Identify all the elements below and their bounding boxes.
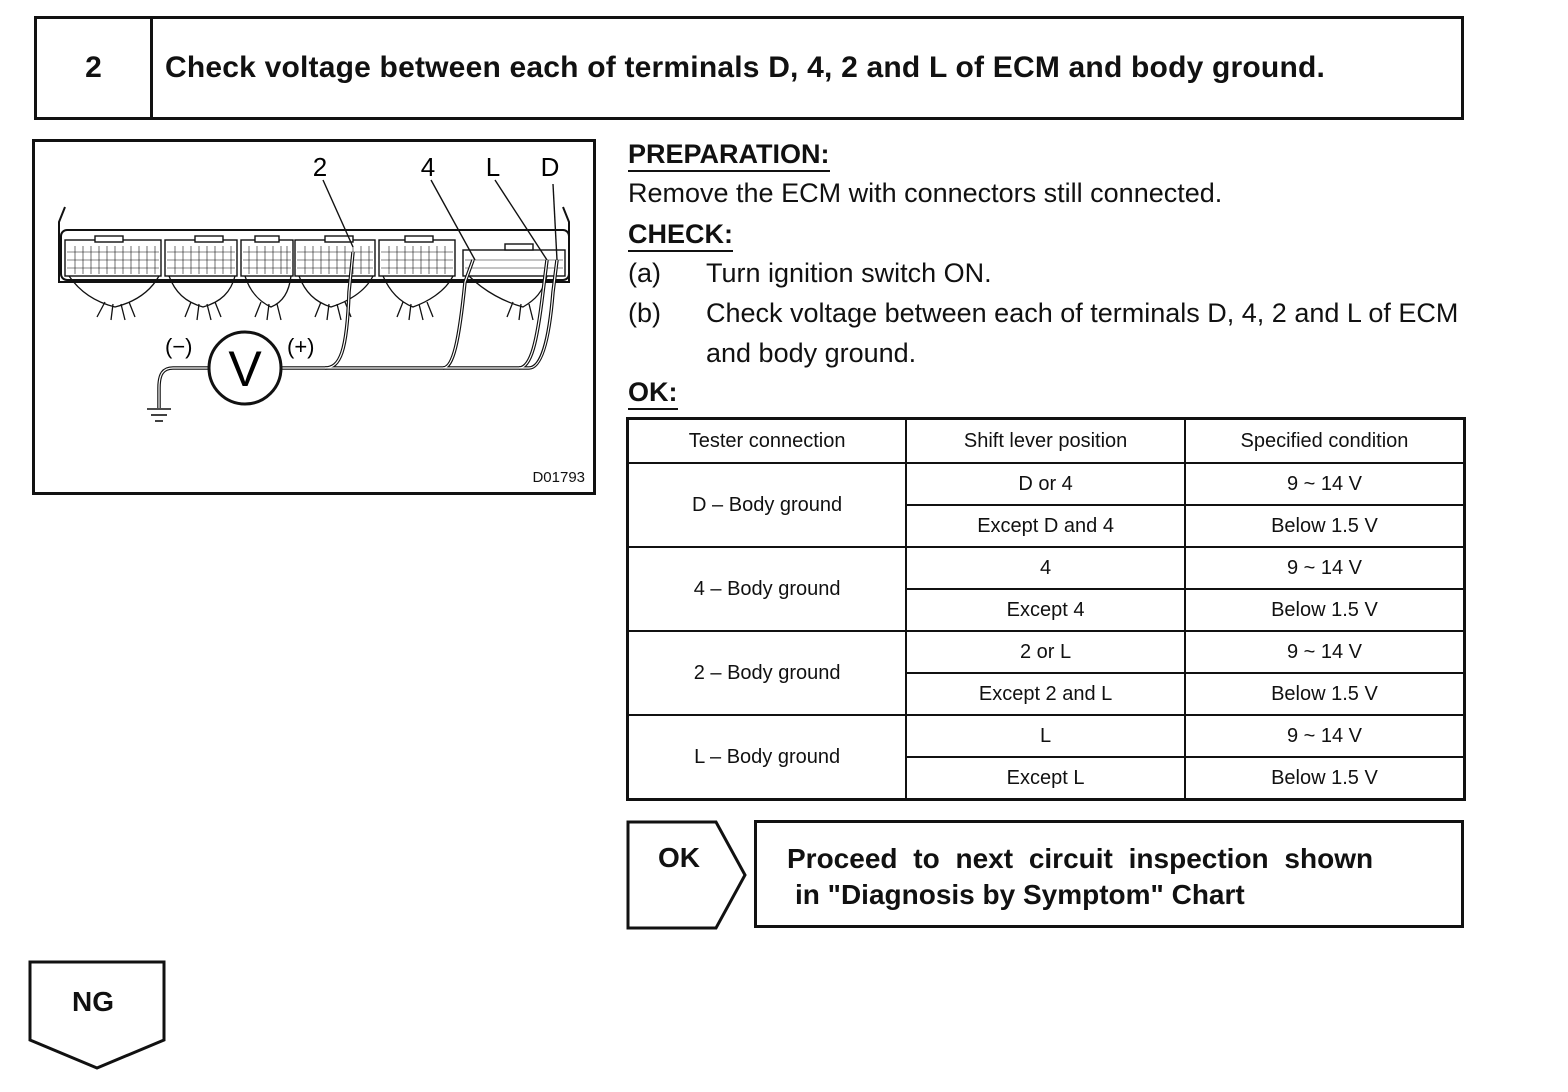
ok-heading: OK: — [628, 376, 678, 410]
position-cell: Except D and 4 — [905, 504, 1186, 548]
meter-positive-label: (+) — [287, 334, 315, 359]
header-specified-condition: Specified condition — [1183, 417, 1466, 464]
table-row: Except 2 and L Below 1.5 V — [628, 672, 1466, 716]
position-cell: 2 or L — [905, 630, 1186, 674]
position-cell: Except 4 — [905, 588, 1186, 632]
position-cell: D or 4 — [905, 462, 1186, 506]
ecm-wiring-figure: V (−) (+) 2 4 L D D01793 — [32, 139, 596, 495]
ng-result-label: NG — [72, 986, 114, 1017]
ok-result-label: OK — [658, 842, 700, 873]
header-tester-connection: Tester connection — [626, 417, 908, 464]
down-arrow-icon — [28, 960, 166, 1070]
table-row: L – Body ground L 9 ~ 14 V — [626, 714, 1466, 801]
position-cell: 4 — [905, 546, 1186, 590]
terminal-label-l: L — [486, 152, 500, 182]
step-title: Check voltage between each of terminals … — [165, 51, 1326, 84]
preparation-heading: PREPARATION: — [628, 138, 830, 172]
connection-cell: 2 – Body ground — [626, 630, 908, 716]
terminal-label-4: 4 — [421, 152, 435, 182]
table-row: 2 – Body ground 2 or L 9 ~ 14 V — [626, 630, 1466, 716]
right-arrow-icon — [626, 820, 747, 930]
ok-result-arrow: OK — [626, 820, 748, 935]
check-step-b-text: Check voltage between each of terminals … — [706, 298, 1459, 368]
table-row: Except L Below 1.5 V — [628, 756, 1466, 801]
spec-table: Tester connection Shift lever position S… — [626, 417, 1466, 801]
preparation-text: Remove the ECM with connectors still con… — [628, 178, 1223, 208]
table-header-row: Tester connection Shift lever position S… — [626, 417, 1466, 464]
table-row: Except D and 4 Below 1.5 V — [628, 504, 1466, 548]
ecm-housing — [58, 206, 570, 283]
check-step-b-label: (b) — [628, 298, 661, 328]
voltmeter-symbol: V — [228, 341, 262, 397]
ok-result-line1: Proceed to next circuit inspection shown — [787, 843, 1374, 874]
condition-cell: Below 1.5 V — [1183, 672, 1466, 716]
terminal-label-d: D — [541, 152, 560, 182]
condition-cell: 9 ~ 14 V — [1183, 714, 1466, 758]
condition-cell: Below 1.5 V — [1183, 588, 1466, 632]
connection-cell: L – Body ground — [626, 714, 908, 801]
ok-result-line2: in "Diagnosis by Symptom" Chart — [795, 879, 1245, 910]
table-row: Except 4 Below 1.5 V — [628, 588, 1466, 632]
ecm-body — [60, 229, 570, 281]
meter-negative-label: (−) — [165, 334, 193, 359]
condition-cell: 9 ~ 14 V — [1183, 546, 1466, 590]
terminal-leaders — [322, 179, 558, 261]
position-cell: Except 2 and L — [905, 672, 1186, 716]
condition-cell: 9 ~ 14 V — [1183, 462, 1466, 506]
connector-pins — [67, 246, 563, 274]
connection-cell: D – Body ground — [626, 462, 908, 548]
table-row: 4 – Body ground 4 9 ~ 14 V — [626, 546, 1466, 632]
condition-cell: Below 1.5 V — [1183, 504, 1466, 548]
ecm-connector-diagram: V (−) (+) 2 4 L D — [58, 152, 570, 422]
ok-result-box: Proceed to next circuit inspection shown… — [754, 820, 1464, 928]
header-shift-lever-position: Shift lever position — [905, 417, 1186, 464]
ground-symbol-icon — [147, 408, 171, 422]
ecm-connectors — [64, 235, 566, 277]
voltmeter-icon — [207, 330, 283, 406]
position-cell: Except L — [905, 756, 1186, 801]
ng-result-arrow: NG — [28, 960, 168, 1077]
table-row: D – Body ground D or 4 9 ~ 14 V — [626, 462, 1466, 548]
ground-lead — [157, 366, 209, 408]
terminal-label-2: 2 — [313, 152, 327, 182]
check-step-a-text: Turn ignition switch ON. — [706, 258, 992, 288]
connection-cell: 4 – Body ground — [626, 546, 908, 632]
condition-cell: 9 ~ 14 V — [1183, 630, 1466, 674]
step-number: 2 — [37, 19, 153, 117]
figure-code: D01793 — [532, 469, 585, 486]
position-cell: L — [905, 714, 1186, 758]
condition-cell: Below 1.5 V — [1183, 756, 1466, 801]
check-step-a-label: (a) — [628, 258, 661, 288]
probe-lead-highlights — [281, 251, 558, 369]
step-header: 2 Check voltage between each of terminal… — [34, 16, 1464, 120]
check-heading: CHECK: — [628, 218, 733, 252]
